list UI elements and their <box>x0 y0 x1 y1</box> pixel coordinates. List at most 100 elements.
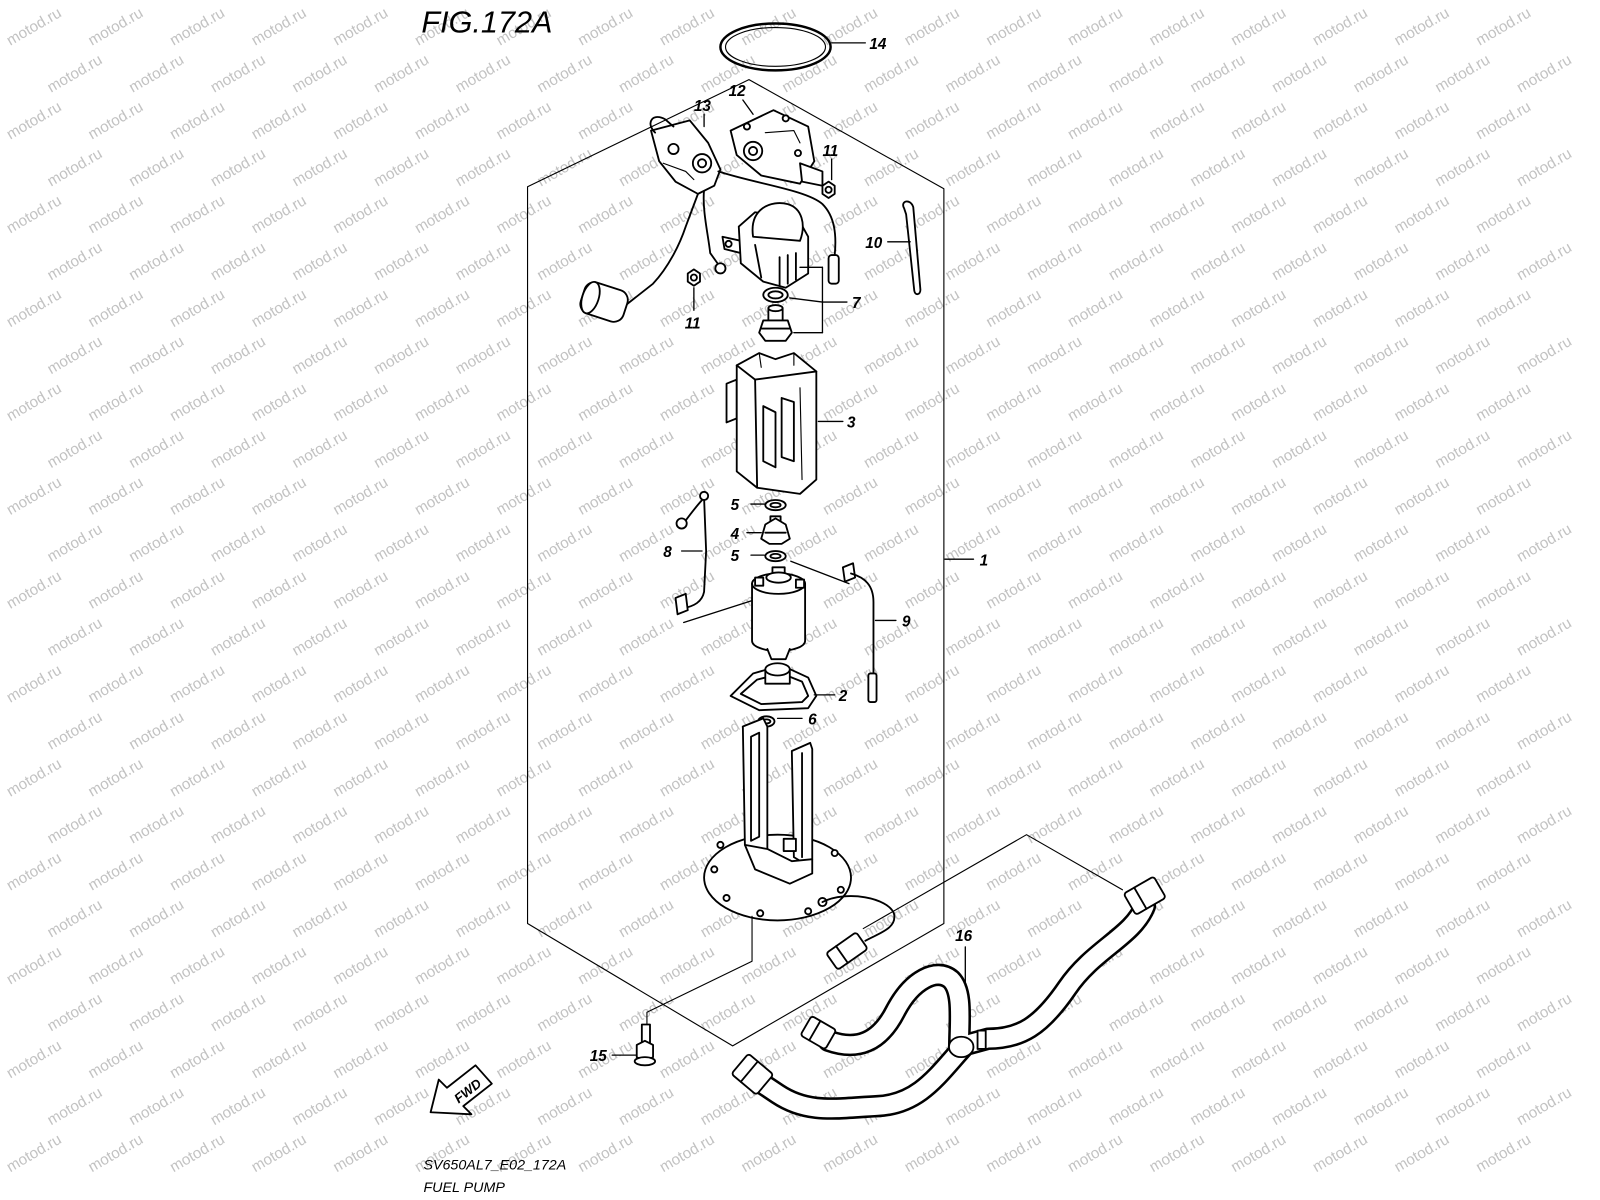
watermark-text: motod.ru <box>4 286 65 331</box>
watermark-text: motod.ru <box>4 474 65 519</box>
watermark-text: motod.ru <box>371 896 432 941</box>
watermark-text: motod.ru <box>902 286 963 331</box>
watermark-text: motod.ru <box>1187 1084 1248 1129</box>
watermark-text: motod.ru <box>861 896 922 941</box>
watermark-text: motod.ru <box>942 1084 1003 1129</box>
watermark-text: motod.ru <box>126 333 187 378</box>
watermark-text: motod.ru <box>167 662 228 707</box>
watermark-text: motod.ru <box>249 943 310 988</box>
watermark-text: motod.ru <box>1024 427 1085 472</box>
watermark-text: motod.ru <box>412 380 473 425</box>
watermark-text: motod.ru <box>126 615 187 660</box>
watermark-text: motod.ru <box>1351 709 1412 754</box>
watermark-text: motod.ru <box>942 802 1003 847</box>
watermark-text: motod.ru <box>1065 568 1126 613</box>
watermark-text: motod.ru <box>412 662 473 707</box>
figure-code: SV650AL7_E02_172A <box>423 1157 566 1173</box>
watermark-text: motod.ru <box>4 192 65 237</box>
watermark-text: motod.ru <box>983 192 1044 237</box>
watermark-text: motod.ru <box>412 849 473 894</box>
watermark-text: motod.ru <box>1228 474 1289 519</box>
watermark-text: motod.ru <box>330 568 391 613</box>
watermark-text: motod.ru <box>1065 755 1126 800</box>
watermark-text: motod.ru <box>85 4 146 49</box>
watermark-text: motod.ru <box>1391 380 1452 425</box>
watermark-text: motod.ru <box>45 427 106 472</box>
watermark-text: motod.ru <box>1432 521 1493 566</box>
watermark-text: motod.ru <box>85 568 146 613</box>
watermark-text: motod.ru <box>330 1037 391 1082</box>
watermark-text: motod.ru <box>208 145 269 190</box>
watermark-text: motod.ru <box>983 98 1044 143</box>
watermark-text: motod.ru <box>1310 1131 1371 1176</box>
watermark-text: motod.ru <box>167 568 228 613</box>
watermark-text: motod.ru <box>453 802 514 847</box>
watermark-text: motod.ru <box>167 192 228 237</box>
watermark-text: motod.ru <box>1432 990 1493 1035</box>
watermark-text: motod.ru <box>453 615 514 660</box>
watermark-text: motod.ru <box>1024 896 1085 941</box>
watermark-text: motod.ru <box>208 239 269 284</box>
watermark-text: motod.ru <box>289 427 350 472</box>
fuel-level-gauge-13 <box>579 116 840 323</box>
watermark-text: motod.ru <box>371 709 432 754</box>
watermark-text: motod.ru <box>45 239 106 284</box>
watermark-text: motod.ru <box>1391 1037 1452 1082</box>
watermark-text: motod.ru <box>1147 1131 1208 1176</box>
fitting-7 <box>758 304 793 342</box>
watermark-text: motod.ru <box>85 1131 146 1176</box>
bracket-12 <box>729 109 824 187</box>
watermark-text: motod.ru <box>779 521 840 566</box>
watermark-text: motod.ru <box>1473 943 1534 988</box>
watermark-text: motod.ru <box>412 755 473 800</box>
watermark-text: motod.ru <box>1106 709 1167 754</box>
watermark-text: motod.ru <box>289 990 350 1035</box>
watermark-text: motod.ru <box>4 4 65 49</box>
diagram-drawing <box>429 22 1166 1120</box>
callout-16: 16 <box>955 928 973 945</box>
watermark-text: motod.ru <box>1391 849 1452 894</box>
watermark-text: motod.ru <box>289 802 350 847</box>
watermark-text: motod.ru <box>1391 568 1452 613</box>
watermark-text: motod.ru <box>494 98 555 143</box>
watermark-text: motod.ru <box>1106 1084 1167 1129</box>
watermark-text: motod.ru <box>208 521 269 566</box>
watermark-text: motod.ru <box>4 849 65 894</box>
watermark-text: motod.ru <box>1391 474 1452 519</box>
watermark-text: motod.ru <box>167 286 228 331</box>
callout-3: 3 <box>847 415 856 432</box>
watermark-text: motod.ru <box>820 755 881 800</box>
watermark-text: motod.ru <box>534 427 595 472</box>
watermark-text: motod.ru <box>249 1131 310 1176</box>
watermark-text: motod.ru <box>1310 286 1371 331</box>
watermark-text: motod.ru <box>371 333 432 378</box>
watermark-text: motod.ru <box>1514 427 1575 472</box>
watermark-text: motod.ru <box>85 474 146 519</box>
watermark-text: motod.ru <box>616 615 677 660</box>
watermark-text: motod.ru <box>1432 802 1493 847</box>
watermark-text: motod.ru <box>1310 474 1371 519</box>
callout-13: 13 <box>694 98 712 115</box>
watermark-text: motod.ru <box>126 1084 187 1129</box>
watermark-text: motod.ru <box>45 990 106 1035</box>
watermark-text: motod.ru <box>85 755 146 800</box>
watermark-text: motod.ru <box>85 98 146 143</box>
watermark-text: motod.ru <box>534 333 595 378</box>
watermark-text: motod.ru <box>208 333 269 378</box>
callout-15: 15 <box>590 1048 608 1065</box>
watermark-text: motod.ru <box>1391 192 1452 237</box>
bolt-15 <box>633 1023 657 1067</box>
watermark-text: motod.ru <box>249 662 310 707</box>
watermark-text: motod.ru <box>616 427 677 472</box>
bracket-line-8 <box>683 597 761 624</box>
watermark-text: motod.ru <box>1310 755 1371 800</box>
watermark-text: motod.ru <box>494 474 555 519</box>
watermark-text: motod.ru <box>1024 239 1085 284</box>
watermark-text: motod.ru <box>1024 521 1085 566</box>
watermark-text: motod.ru <box>494 568 555 613</box>
watermark-text: motod.ru <box>1269 615 1330 660</box>
watermark-text: motod.ru <box>126 990 187 1035</box>
watermark-text: motod.ru <box>330 380 391 425</box>
watermark-text: motod.ru <box>1228 849 1289 894</box>
callout-10: 10 <box>865 235 883 252</box>
